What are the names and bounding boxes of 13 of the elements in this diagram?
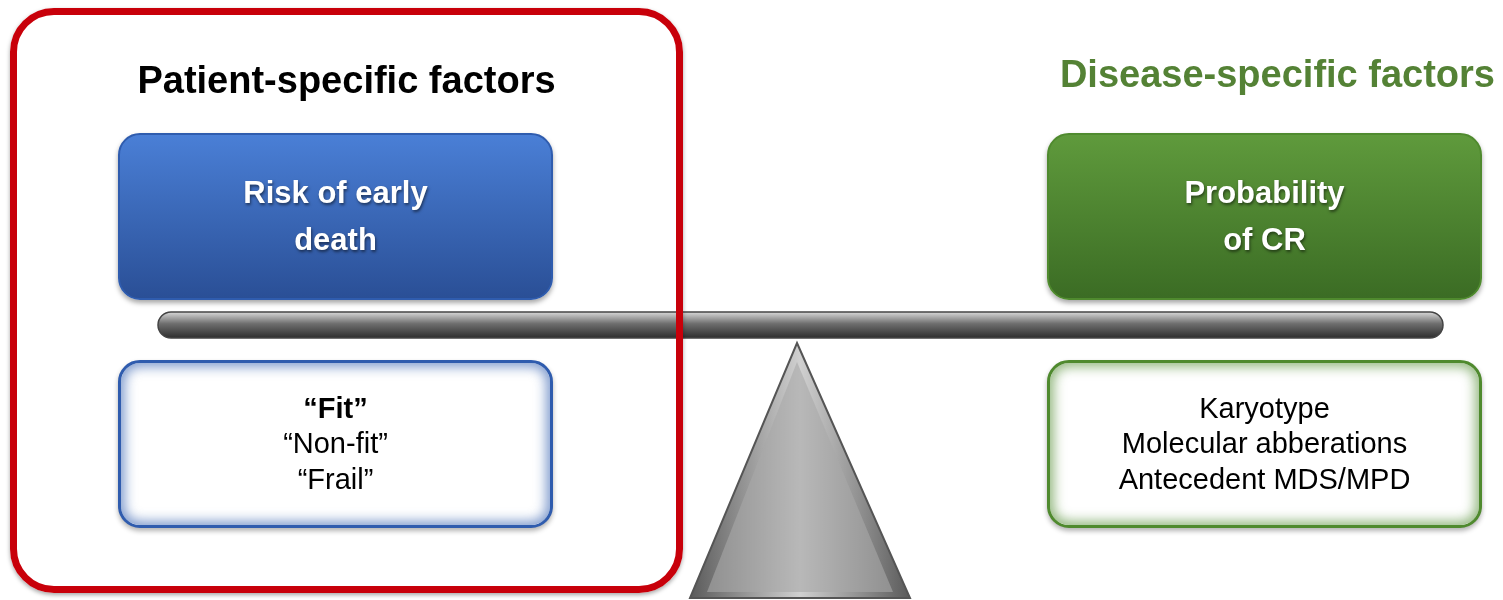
frame-heading: Patient-specific factors (136, 59, 557, 102)
factor-box (118, 360, 553, 528)
side-heading: Disease-specific factors (1059, 53, 1495, 96)
factor-text: “Non-fit” (283, 426, 388, 462)
factor-box (1047, 360, 1482, 528)
factor-text: Karyotype (1199, 390, 1330, 426)
factor-text: Antecedent MDS/MPD (1118, 461, 1411, 497)
factor-text: “Fit” (303, 390, 368, 426)
factor-text: Molecular abberations (1121, 426, 1408, 462)
heading-box: Probability of CR (1047, 133, 1482, 300)
highlight-frame (10, 8, 683, 593)
factor-text: “Frail” (297, 461, 374, 497)
heading-box: Risk of early death (118, 133, 553, 300)
